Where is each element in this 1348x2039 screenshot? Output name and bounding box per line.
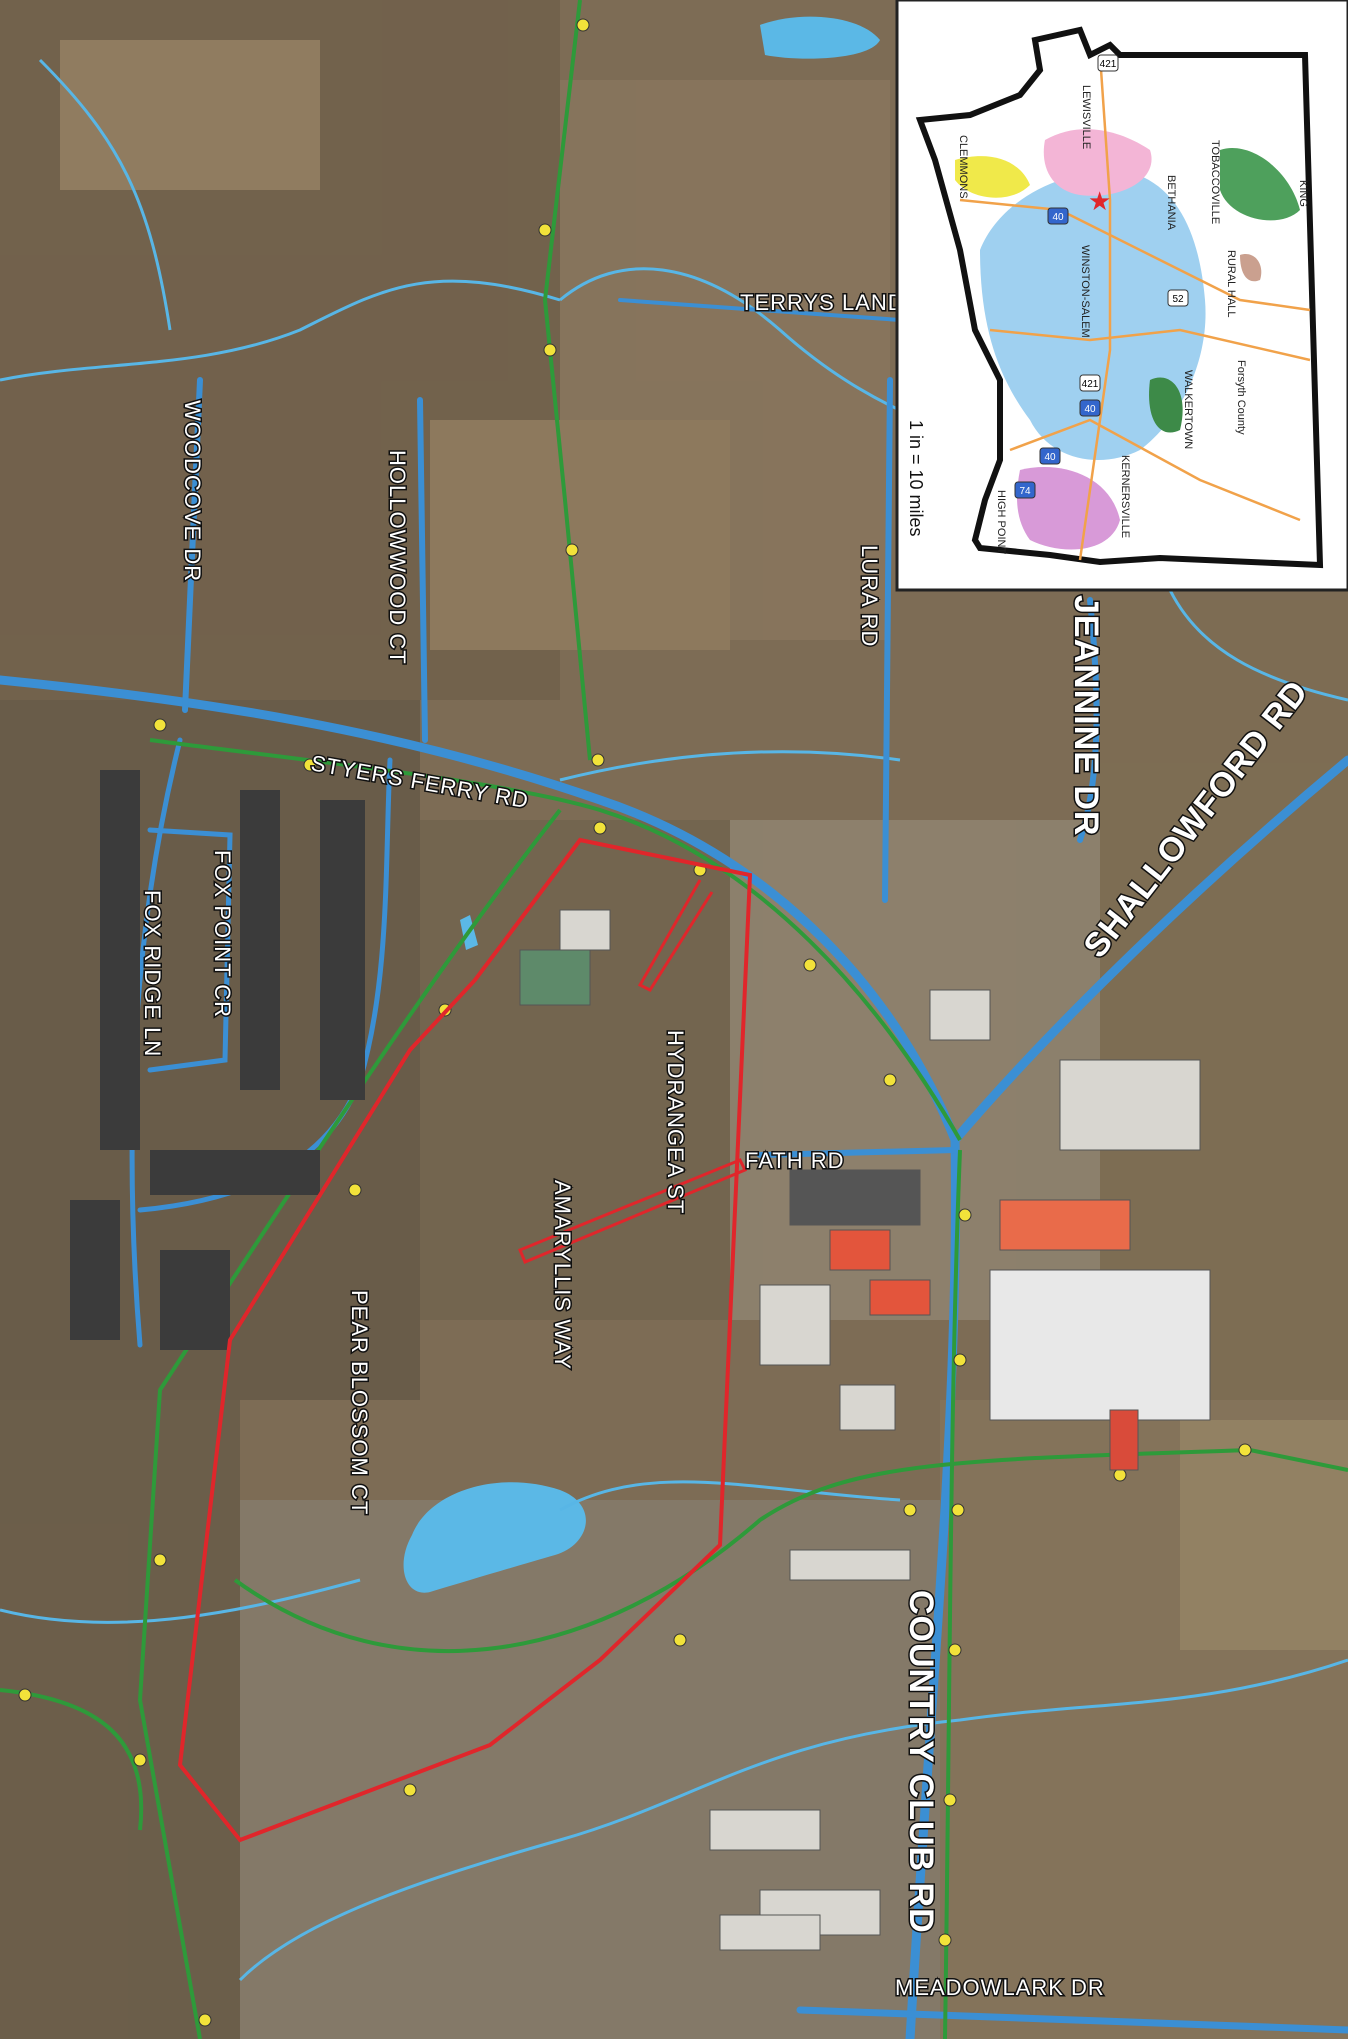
inset-label-clemmons: CLEMMONS — [957, 135, 969, 199]
shield-icon: 421 — [1097, 54, 1119, 72]
shield-icon: 40 — [1079, 399, 1101, 417]
label-fath: FATH RD — [745, 1148, 844, 1173]
label-fox-point: FOX POINT CR — [210, 850, 235, 1018]
kernersville-area — [1017, 467, 1120, 550]
inset-label-bethania: BETHANIA — [1165, 175, 1177, 231]
label-woodcove: WOODCOVE DR — [180, 400, 205, 582]
label-meadowlark: MEADOWLARK DR — [895, 1975, 1105, 2000]
inset-label-high-point: HIGH POINT — [995, 490, 1007, 554]
winston-salem-area — [980, 170, 1206, 460]
label-hydrangea: HYDRANGEA ST — [663, 1030, 688, 1214]
buildings — [519, 909, 1211, 1951]
inset-highways — [959, 54, 1311, 561]
rural-hall-area — [1240, 254, 1262, 282]
inset-label-winston-salem: WINSTON-SALEM — [1079, 245, 1091, 338]
label-terrys-landing: TERRYS LANDI — [740, 290, 912, 315]
svg-text:52: 52 — [1172, 294, 1184, 305]
label-fox-ridge: FOX RIDGE LN — [140, 890, 165, 1057]
lewisville-area — [1043, 129, 1152, 196]
inset-label-lewisville: LEWISVILLE — [1080, 85, 1092, 149]
fath-road-line — [757, 1147, 958, 1158]
star-icon: ★ — [1088, 187, 1111, 217]
svg-text:40: 40 — [1052, 212, 1064, 223]
site-boundary — [177, 837, 753, 1843]
shallowford-road-line — [950, 755, 1348, 1145]
greenway-markers — [18, 18, 1252, 2027]
inset-label-rural-hall: RURAL HALL — [1225, 250, 1237, 317]
tobaccoville-area — [1220, 148, 1300, 221]
inset-label-county: Forsyth County — [1235, 360, 1247, 435]
streams — [0, 58, 1348, 1982]
shield-icon: 74 — [1014, 481, 1036, 499]
inset-label-kernersville: KERNERSVILLE — [1119, 455, 1131, 538]
meadowlark-road-line — [796, 2006, 1348, 2034]
shield-icon: 52 — [1167, 289, 1189, 307]
label-country-club: COUNTRY CLUB RD — [902, 1590, 940, 1934]
shield-icon: 40 — [1039, 447, 1061, 465]
inset-label-king: KING — [1297, 180, 1309, 207]
site-boundary-spur-north — [637, 879, 714, 992]
walkertown-area — [1149, 377, 1183, 433]
jeannine-road-line — [1077, 597, 1100, 843]
label-amaryllis: AMARYLLIS WAY — [550, 1180, 575, 1370]
inset-scale-label: 1 in = 10 miles — [906, 420, 926, 537]
svg-text:40: 40 — [1044, 452, 1056, 463]
lura-road-line — [882, 377, 893, 903]
woodcove-road-line — [182, 377, 203, 713]
svg-text:421: 421 — [1082, 379, 1099, 390]
hollowwood-road-line — [417, 397, 428, 743]
label-hollowwood: HOLLOWWOOD CT — [385, 450, 410, 665]
svg-text:74: 74 — [1019, 486, 1031, 497]
terrys-road-line — [618, 298, 902, 322]
shield-icon: 40 — [1047, 207, 1069, 225]
inset-map: CLEMMONS LEWISVILLE BETHANIA TOBACCOVILL… — [895, 0, 1348, 592]
inset-shields: 421 40 52 421 40 40 74 — [1014, 54, 1189, 499]
pond-top — [760, 16, 880, 59]
pond — [403, 1482, 586, 1593]
site-boundary-spur-fath — [518, 1158, 748, 1264]
inset-label-walkertown: WALKERTOWN — [1182, 370, 1194, 449]
label-jeannine: JEANNINE DR — [1067, 595, 1105, 836]
inset-label-tobaccoville: TOBACCOVILLE — [1209, 140, 1221, 224]
label-pear-blossom: PEAR BLOSSOM CT — [347, 1290, 372, 1515]
clemmons-area — [955, 156, 1030, 198]
svg-text:40: 40 — [1084, 404, 1096, 415]
shield-icon: 421 — [1079, 374, 1101, 392]
townhome-rows — [70, 770, 365, 1350]
label-lura: LURA RD — [857, 545, 882, 647]
svg-text:421: 421 — [1100, 59, 1117, 70]
